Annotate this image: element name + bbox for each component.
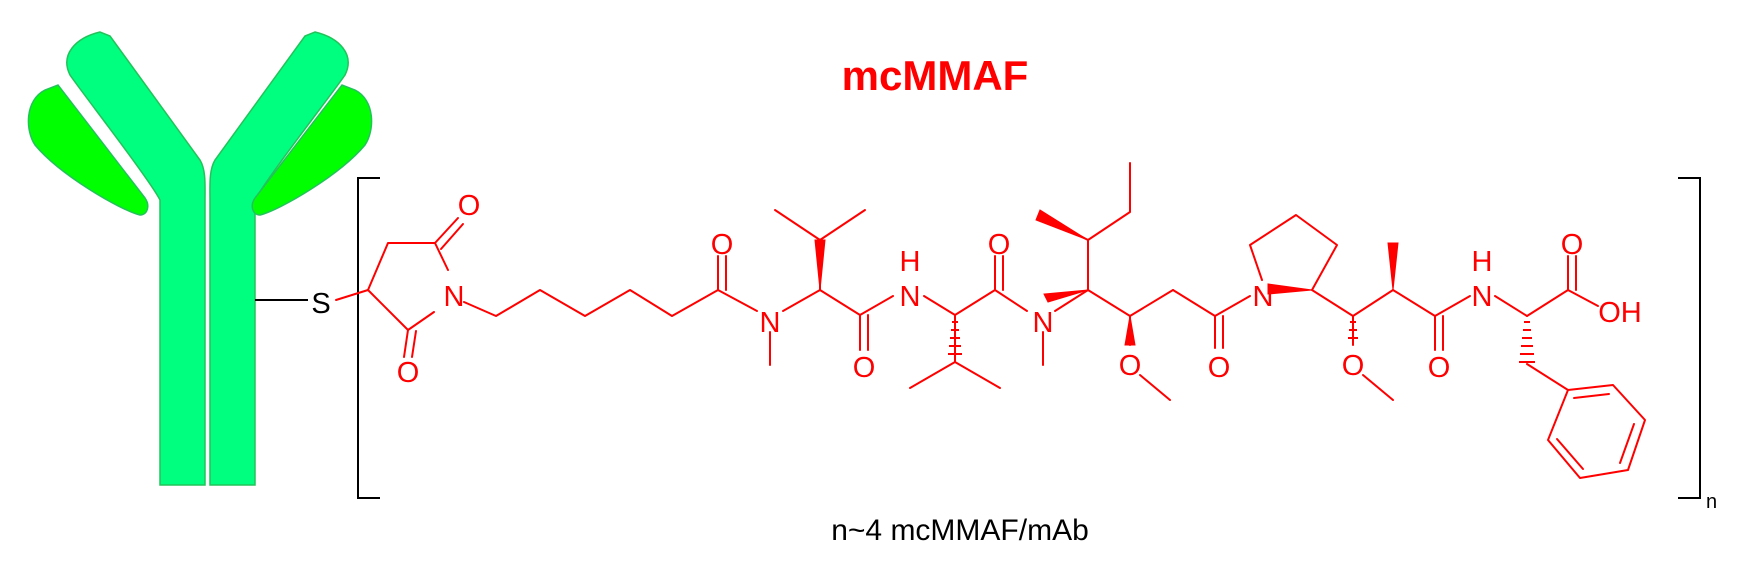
pyrrolidine-ring [1249,214,1338,291]
atom-label: O [1119,350,1142,382]
atom-label: N [1253,281,1274,313]
atom-label: O [1428,352,1451,384]
hash-bond [1519,321,1535,363]
atom-label: N [444,281,465,313]
wedge-bond [1387,242,1399,291]
atom-label: O [988,229,1011,261]
atom-label: O [458,190,481,222]
antibody-heavy-chain-left [66,31,206,486]
caproyl-chain [463,289,719,317]
wedge-bond [814,239,826,291]
hash-bond [948,321,962,355]
hash-bond [1348,321,1358,339]
antibody-light-chain-left [27,84,149,216]
loading-caption: n~4 mcMMAF/mAb [831,514,1089,547]
atom-label: N [900,281,921,313]
diagram-title: mcMMAF [842,52,1029,99]
atom-label: N [1033,307,1054,339]
succinimide-ring [367,242,449,331]
atom-label: O [397,357,420,389]
atom-label: O [853,352,876,384]
atom-labels: O O N O N O H N O N O O N O O H N O OH [397,190,1642,389]
left-bracket [357,177,380,499]
atom-label: N [760,307,781,339]
wedge-bond [1043,289,1089,303]
antibody-light-chain-right [251,84,373,216]
antibody-heavy-chain-right [209,31,349,486]
atom-label: N [1472,281,1493,313]
bracket-subscript: n [1706,491,1717,513]
atom-label: O [1561,229,1584,261]
atom-label: H [900,246,921,278]
wedge-bond [1035,209,1089,241]
mcmmaf-skeleton [335,162,1646,479]
stereo-bonds [814,209,1535,363]
wedge-bond [1124,315,1136,346]
right-bracket [1678,177,1701,499]
sulfur-atom-label: S [311,288,330,320]
atom-label: O [1342,350,1365,382]
wedge-bond [1267,283,1313,295]
atom-label: H [1472,246,1493,278]
atom-label: OH [1598,297,1642,329]
antibody-icon [27,31,373,486]
atom-label: O [711,229,734,261]
benzene-ring [1547,384,1646,479]
atom-label: O [1208,352,1231,384]
